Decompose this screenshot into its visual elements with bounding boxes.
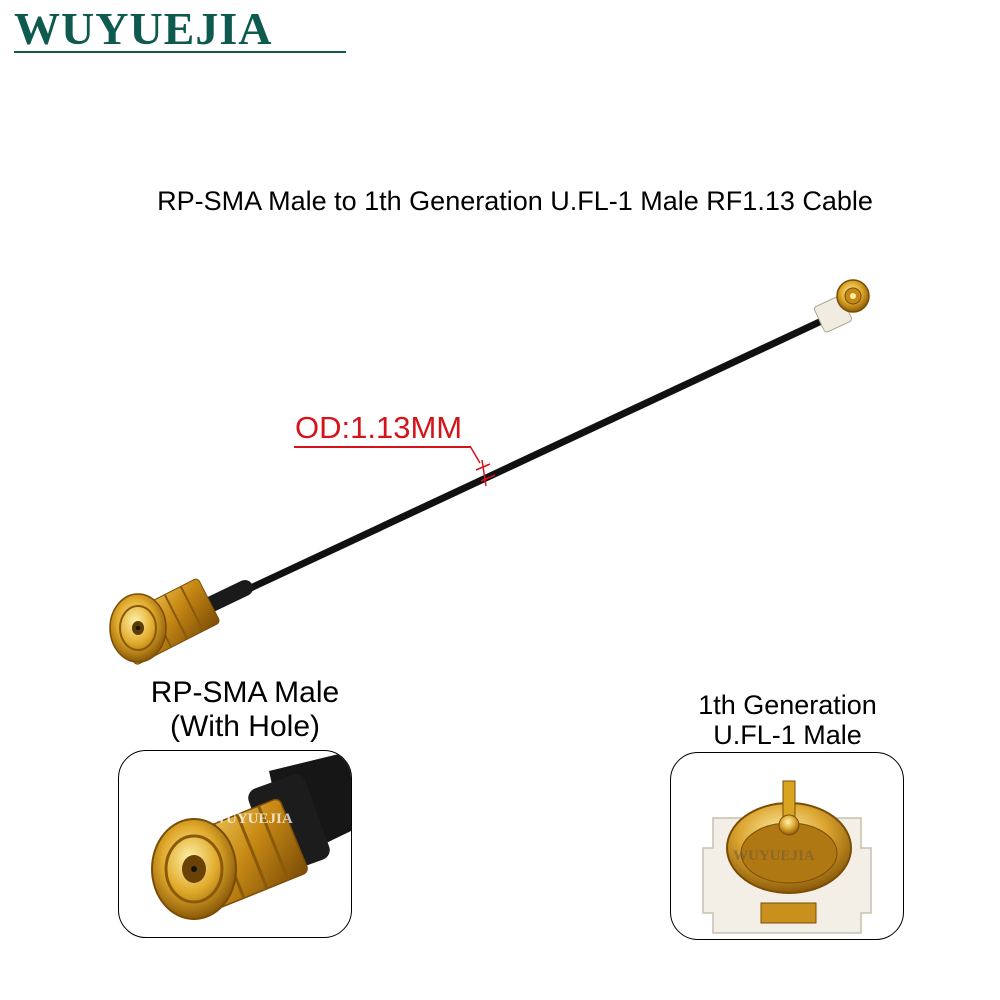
rpsma-caption-line2: (With Hole) [169, 710, 320, 743]
ufl-detail-photo [702, 780, 872, 934]
ufl-connector [813, 279, 870, 333]
rpsma-caption: RP-SMA Male (With Hole) [130, 676, 360, 744]
brand-logo: WUYUEJIA [14, 3, 273, 54]
ufl-watermark: WUYUEJIA [733, 848, 815, 864]
od-dimension-label: OD:1.13MM [295, 410, 463, 445]
product-title: RP-SMA Male to 1th Generation U.FL-1 Mal… [157, 186, 873, 216]
rpsma-detail-box: WUYUEJIA [118, 750, 352, 938]
rpsma-detail-photo [151, 751, 351, 920]
cable [221, 314, 832, 604]
ufl-caption-line2: U.FL-1 Male [713, 720, 862, 750]
ufl-caption-line1: 1th Generation [698, 690, 877, 720]
brand-underline [14, 51, 346, 53]
od-marker [469, 445, 496, 487]
ufl-caption: 1th Generation U.FL-1 Male [670, 690, 905, 750]
od-leader-line [294, 446, 470, 448]
rpsma-watermark: WUYUEJIA [211, 811, 293, 827]
ufl-detail-box: WUYUEJIA [670, 752, 904, 940]
rpsma-caption-line1: RP-SMA Male [150, 676, 340, 709]
